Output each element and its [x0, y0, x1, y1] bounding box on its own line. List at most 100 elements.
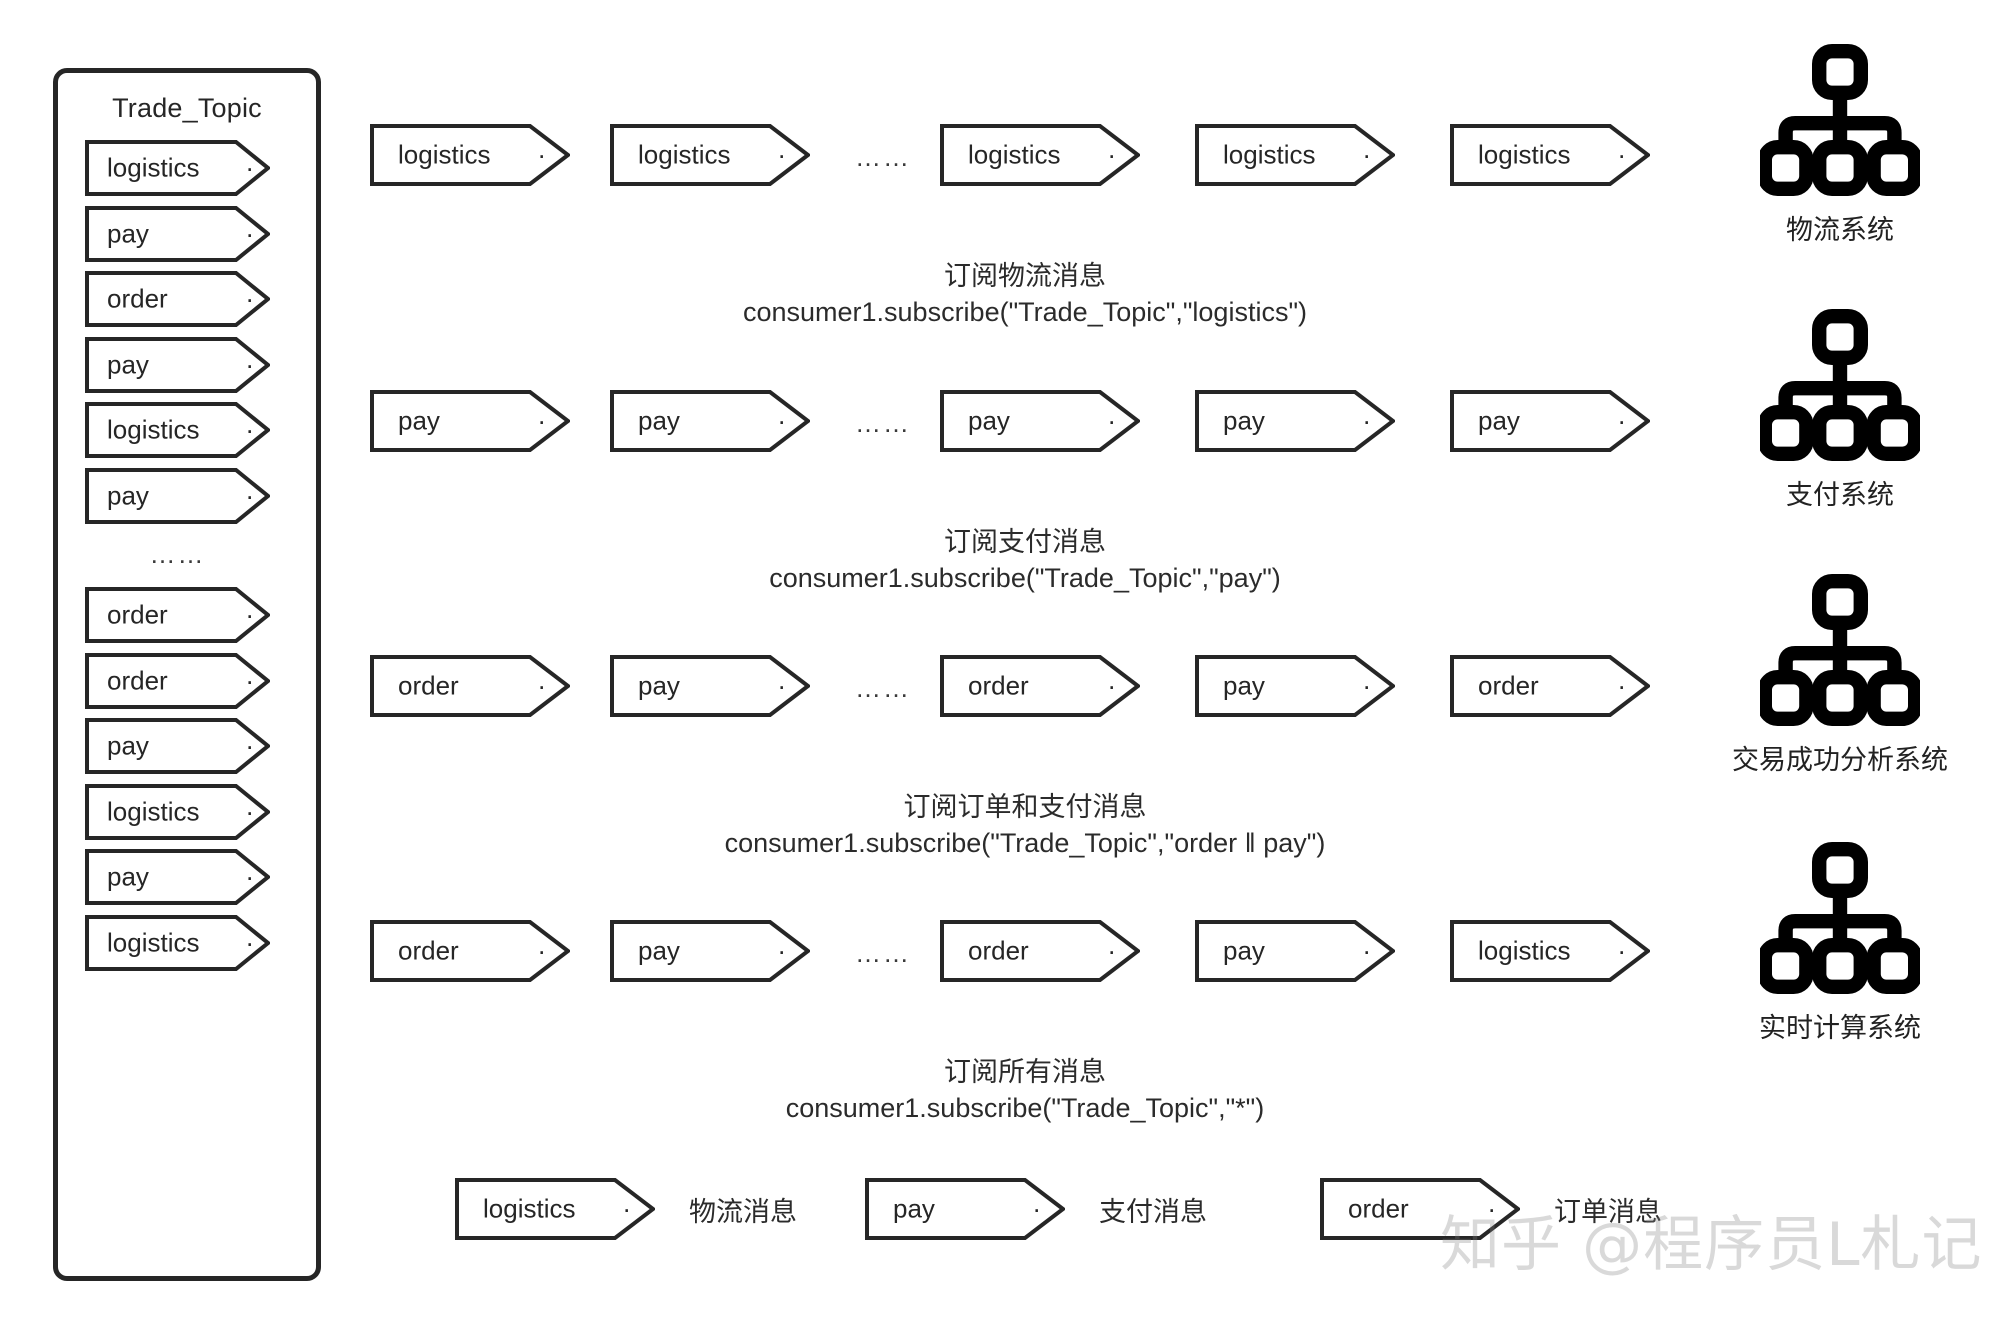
system-3: 交易成功分析系统 — [1715, 570, 1965, 777]
row-message-cell: logistics · — [1450, 124, 1650, 191]
system-4: 实时计算系统 — [1715, 838, 1965, 1045]
row-message-cell: order· — [1450, 655, 1650, 722]
row-message-cell: order · — [940, 655, 1140, 722]
message-label: pay — [107, 730, 149, 761]
row-caption-title: 订阅物流消息 — [944, 261, 1106, 291]
message-label: logistics — [107, 796, 200, 826]
message-dot: · — [1362, 670, 1371, 701]
message-label: pay — [107, 349, 149, 379]
message-label: logistics — [1478, 139, 1571, 170]
row-message-pay: pay· — [1195, 655, 1395, 717]
message-dot: · — [1617, 670, 1626, 701]
message-dot: · — [1362, 405, 1371, 436]
message-dot: · — [245, 218, 254, 248]
row-ellipsis: …… — [855, 673, 911, 703]
topic-message-order: order· — [85, 271, 270, 327]
row-message-pay: pay· — [370, 390, 570, 452]
topic-title: Trade_Topic — [112, 93, 262, 123]
row-message-cell: logistics· — [1195, 124, 1395, 191]
topic-message-pay: pay · — [85, 718, 270, 774]
message-dot: · — [245, 480, 254, 510]
hierarchy-icon — [1760, 309, 1920, 461]
topic-message-logistics: logistics· — [85, 914, 270, 971]
message-dot: · — [245, 599, 254, 630]
row-message-cell: logistics· — [610, 124, 810, 191]
row-message-order: order · — [940, 655, 1140, 717]
row-message-order: order· — [1450, 655, 1650, 717]
message-label: logistics — [398, 139, 491, 170]
message-label: pay — [107, 861, 149, 892]
message-label: pay — [1478, 405, 1520, 436]
message-label: order — [107, 599, 168, 630]
system-label: 交易成功分析系统 — [1732, 745, 1948, 775]
message-dot: · — [1107, 405, 1116, 436]
row-message-order: order· — [370, 655, 570, 717]
message-dot: · — [777, 670, 786, 701]
hierarchy-icon — [1760, 842, 1920, 994]
row-message-logistics: logistics· — [370, 124, 570, 186]
topic-message-logistics: logistics· — [85, 783, 270, 840]
message-label: pay — [893, 1193, 935, 1224]
message-dot: · — [245, 349, 254, 379]
message-label: order — [968, 670, 1029, 701]
message-label: pay — [107, 218, 149, 248]
message-dot: · — [777, 935, 786, 966]
hierarchy-icon — [1760, 44, 1920, 196]
message-dot: · — [537, 935, 546, 966]
message-label: pay — [638, 670, 680, 701]
legend-tag-pay: pay· — [865, 1178, 1065, 1240]
message-label: logistics — [107, 414, 200, 445]
topic-message-logistics: logistics· — [85, 140, 270, 196]
row-message-cell: logistics· — [1450, 920, 1650, 987]
row-message-cell: pay · — [1195, 390, 1395, 457]
topic-message-pay: pay · — [85, 205, 270, 262]
message-label: logistics — [107, 152, 200, 183]
message-dot: · — [1107, 670, 1116, 701]
row-caption-title: 订阅订单和支付消息 — [903, 792, 1147, 822]
hierarchy-icon — [1760, 574, 1920, 726]
topic-message-pay: pay · — [85, 849, 270, 905]
message-label: order — [107, 665, 168, 695]
message-dot: · — [1487, 1193, 1496, 1224]
row-message-cell: pay· — [1195, 655, 1395, 722]
legend-item-order: order·订单消息 — [1320, 1178, 1662, 1240]
row-ellipsis: …… — [855, 142, 911, 172]
row-message-cell: logistics · — [940, 124, 1140, 191]
message-label: logistics — [968, 139, 1061, 170]
message-dot: · — [245, 861, 254, 892]
message-label: order — [398, 670, 459, 701]
row-caption-code: consumer1.subscribe("Trade_Topic","logis… — [742, 297, 1308, 327]
message-label: logistics — [1478, 935, 1571, 966]
legend-text: 支付消息 — [1099, 1196, 1207, 1227]
message-label: pay — [398, 405, 440, 436]
row-caption-title: 订阅所有消息 — [944, 1057, 1106, 1087]
row-message-pay: pay · — [1450, 390, 1650, 452]
row-message-order: order· — [370, 920, 570, 982]
legend-item-logistics: logistics·物流消息 — [455, 1178, 797, 1240]
legend-tag-order: order · — [1320, 1178, 1520, 1240]
message-label: order — [1348, 1193, 1409, 1224]
topic-message-pay: pay · — [85, 336, 270, 393]
message-dot: · — [245, 730, 254, 761]
message-dot: · — [1617, 139, 1626, 170]
row-ellipsis: …… — [855, 938, 911, 968]
message-label: pay — [1223, 405, 1265, 436]
message-dot: · — [1617, 405, 1626, 436]
row-message-pay: pay · — [610, 655, 810, 717]
system-2: 支付系统 — [1715, 305, 1965, 512]
message-label: pay — [1223, 935, 1265, 966]
row-message-order: order· — [940, 920, 1140, 982]
system-label: 物流系统 — [1786, 215, 1894, 245]
row-message-pay: pay · — [940, 390, 1140, 452]
message-dot: · — [1107, 139, 1116, 170]
message-label: pay — [968, 405, 1010, 436]
message-label: logistics — [638, 139, 731, 170]
row-message-logistics: logistics· — [1450, 920, 1650, 982]
row-message-cell: pay· — [370, 390, 570, 457]
legend-text: 物流消息 — [689, 1196, 797, 1227]
